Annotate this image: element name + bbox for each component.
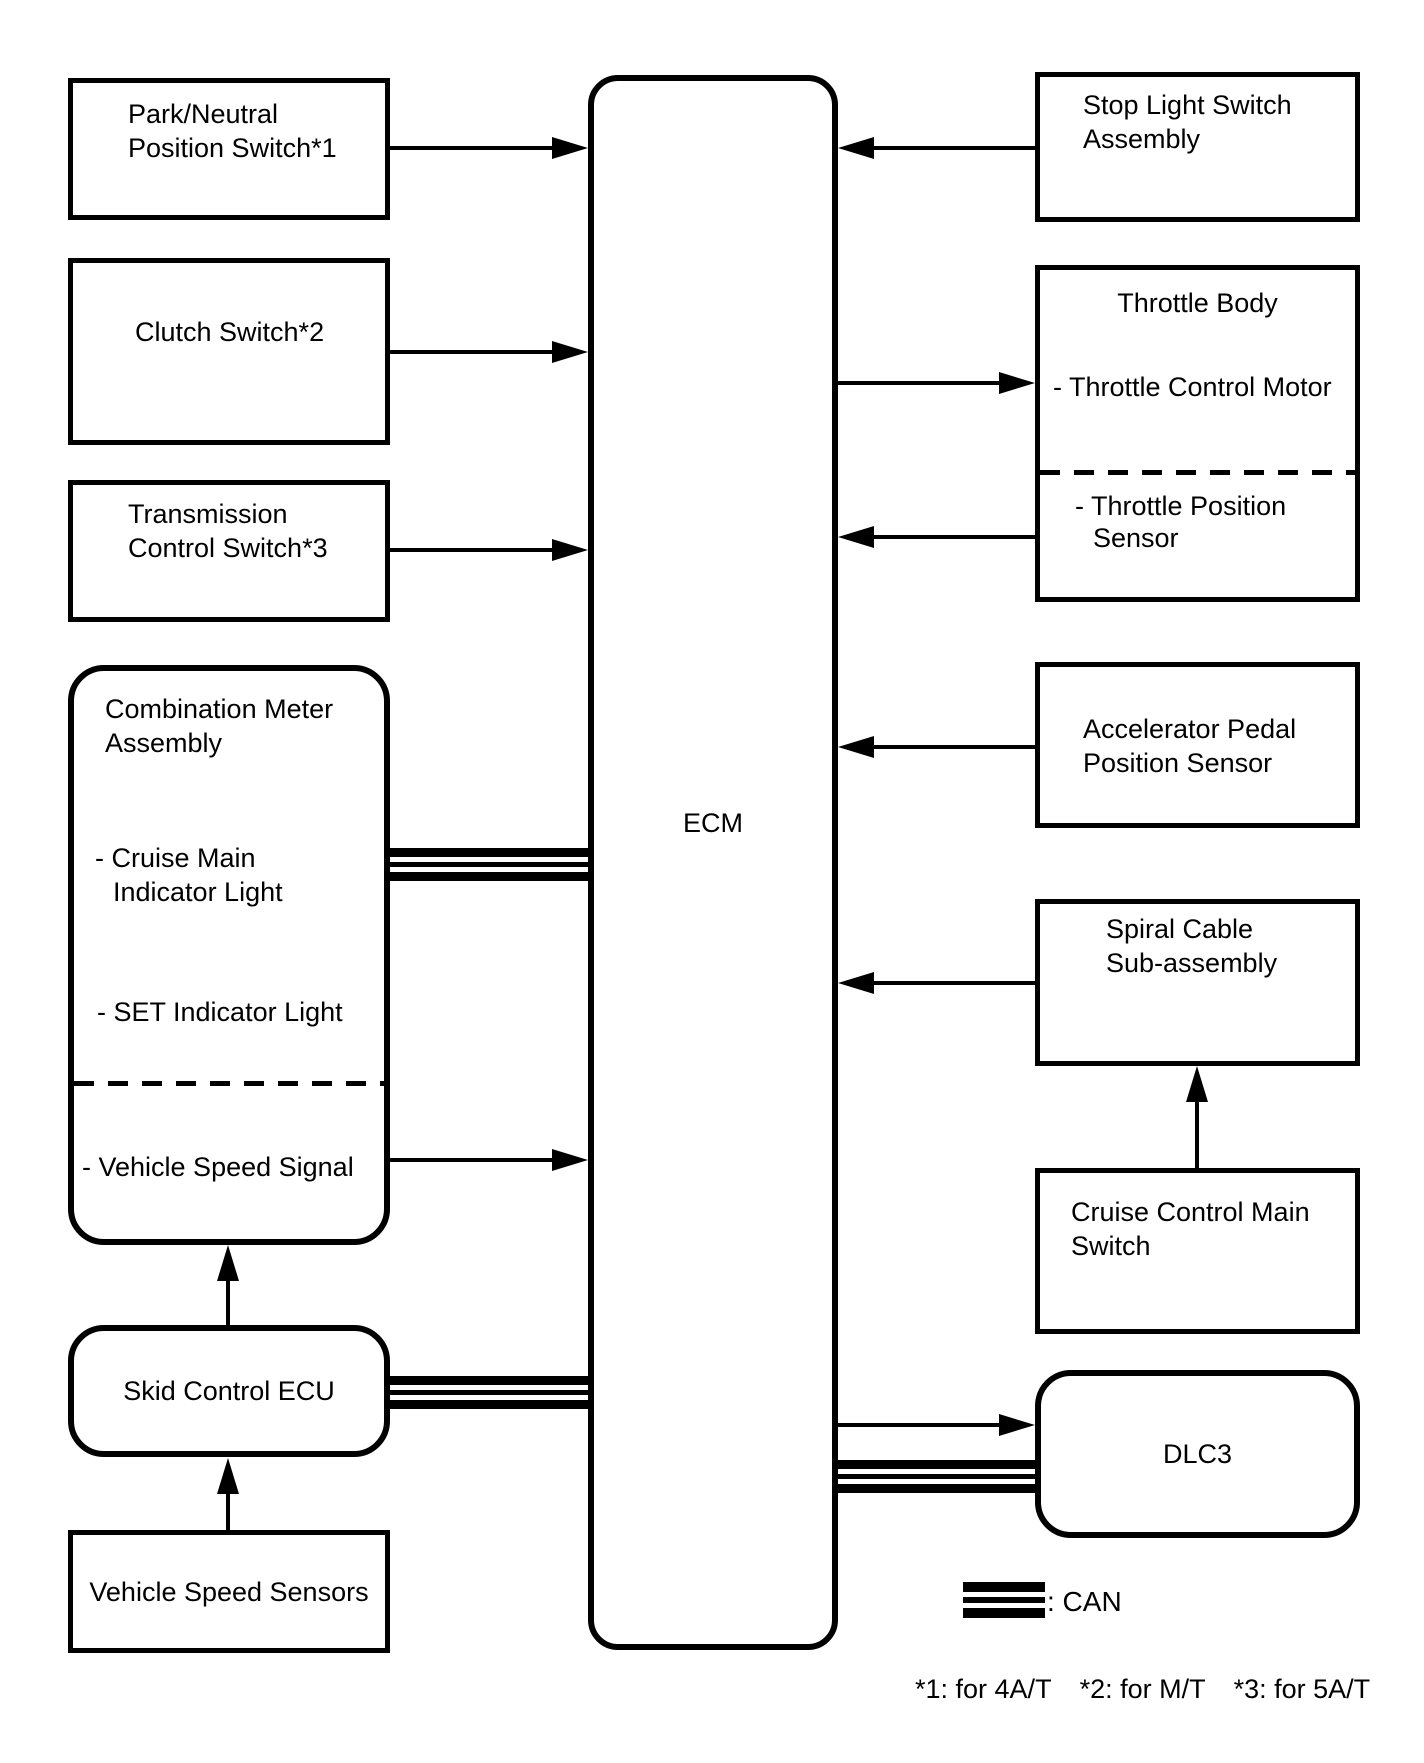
arrow-head-up-icon	[217, 1245, 239, 1281]
can-bar	[963, 1597, 1045, 1603]
arrow-shaft	[226, 1278, 230, 1326]
arrow-shaft	[870, 745, 1035, 749]
can-bar	[390, 848, 588, 857]
footnote-3: *3: for 5A/T	[1233, 1674, 1371, 1704]
node-label: Cruise Control Main	[1071, 1197, 1310, 1227]
arrow-shaft	[870, 535, 1035, 539]
arrow-head-left-icon	[838, 526, 874, 548]
arrow-head-up-icon	[217, 1458, 239, 1494]
node-spiral-cable-sub-assembly: Spiral Cable Sub-assembly	[1035, 899, 1360, 1066]
footnotes: *1: for 4A/T *2: for M/T *3: for 5A/T	[915, 1672, 1370, 1706]
footnote-2: *2: for M/T	[1079, 1674, 1206, 1704]
node-label: Skid Control ECU	[123, 1376, 335, 1406]
can-bar	[390, 872, 588, 881]
node-transmission-control-switch: Transmission Control Switch*3	[68, 480, 390, 622]
arrow-shaft	[390, 1158, 556, 1162]
arrow-shaft	[390, 548, 556, 552]
node-label: Assembly	[105, 728, 223, 758]
dashed-divider	[1040, 470, 1355, 475]
can-link-ecm-dlc3	[838, 1460, 1035, 1493]
node-label: Position Switch*1	[128, 133, 337, 163]
arrow-head-left-icon	[838, 972, 874, 994]
item-cruise-main-indicator-line2: Indicator Light	[113, 877, 283, 907]
arrow-shaft	[1195, 1099, 1199, 1168]
can-link-combination-meter-ecm	[390, 848, 588, 881]
arrow-shaft	[390, 350, 556, 354]
item-vehicle-speed-signal: - Vehicle Speed Signal	[82, 1152, 354, 1182]
node-vehicle-speed-sensors: Vehicle Speed Sensors	[68, 1530, 390, 1653]
node-label: Transmission	[128, 499, 288, 529]
can-symbol	[963, 1582, 1045, 1618]
can-bar	[390, 1390, 588, 1395]
arrow-shaft	[226, 1491, 230, 1531]
node-dlc3: DLC3	[1035, 1370, 1360, 1538]
footnote-1: *1: for 4A/T	[915, 1674, 1052, 1704]
node-label: Park/Neutral	[128, 99, 279, 129]
item-throttle-position-sensor-line2: Sensor	[1093, 523, 1179, 553]
item-throttle-control-motor: - Throttle Control Motor	[1053, 372, 1332, 402]
can-bar	[390, 1376, 588, 1385]
node-label: ECM	[683, 808, 743, 838]
node-cruise-control-main-switch: Cruise Control Main Switch	[1035, 1168, 1360, 1334]
arrow-head-left-icon	[838, 137, 874, 159]
can-bar	[963, 1608, 1045, 1618]
node-clutch-switch: Clutch Switch*2	[68, 258, 390, 445]
arrow-shaft	[870, 146, 1035, 150]
node-label: DLC3	[1162, 1439, 1233, 1469]
arrow-head-right-icon	[552, 1149, 588, 1171]
can-bar	[390, 862, 588, 867]
arrow-head-right-icon	[552, 137, 588, 159]
node-label: Sub-assembly	[1106, 948, 1278, 978]
node-label: Accelerator Pedal	[1083, 714, 1297, 744]
can-bar	[838, 1460, 1035, 1469]
arrow-shaft	[870, 981, 1035, 985]
node-accelerator-pedal-position-sensor: Accelerator Pedal Position Sensor	[1035, 662, 1360, 828]
can-bar	[838, 1474, 1035, 1479]
node-label: Combination Meter	[105, 694, 334, 724]
can-link-skid-ecu-ecm	[390, 1376, 588, 1409]
arrow-shaft	[838, 381, 1003, 385]
dashed-divider	[74, 1081, 384, 1086]
node-label: Vehicle Speed Sensors	[89, 1576, 369, 1607]
arrow-shaft	[838, 1423, 1003, 1427]
node-park-neutral-position-switch: Park/Neutral Position Switch*1	[68, 78, 390, 220]
legend-can-label: : CAN	[1047, 1586, 1122, 1617]
arrow-head-right-icon	[552, 341, 588, 363]
node-stop-light-switch-assembly: Stop Light Switch Assembly	[1035, 72, 1360, 222]
node-label: Position Sensor	[1083, 748, 1273, 778]
node-combination-meter-assembly: Combination Meter Assembly - Cruise Main…	[68, 665, 390, 1245]
arrow-head-up-icon	[1186, 1066, 1208, 1102]
node-label: Control Switch*3	[128, 533, 328, 563]
node-throttle-body: Throttle Body - Throttle Control Motor -…	[1035, 265, 1360, 602]
node-skid-control-ecu: Skid Control ECU	[68, 1325, 390, 1457]
item-throttle-position-sensor: - Throttle Position	[1075, 491, 1287, 521]
node-label: Stop Light Switch	[1083, 90, 1292, 120]
node-label: Switch	[1071, 1231, 1151, 1261]
can-bar	[390, 1400, 588, 1409]
node-label: Assembly	[1083, 124, 1201, 154]
item-set-indicator-light: - SET Indicator Light	[97, 997, 343, 1027]
arrow-head-right-icon	[999, 372, 1035, 394]
can-bar	[838, 1484, 1035, 1493]
can-bar	[963, 1582, 1045, 1592]
node-ecm: ECM	[588, 75, 838, 1650]
item-cruise-main-indicator: - Cruise Main	[95, 843, 256, 873]
node-label: Throttle Body	[1117, 288, 1278, 318]
arrow-shaft	[390, 146, 556, 150]
node-label: Spiral Cable	[1106, 914, 1254, 944]
node-label: Clutch Switch*2	[135, 317, 325, 347]
arrow-head-right-icon	[552, 539, 588, 561]
arrow-head-left-icon	[838, 736, 874, 758]
arrow-head-right-icon	[999, 1414, 1035, 1436]
